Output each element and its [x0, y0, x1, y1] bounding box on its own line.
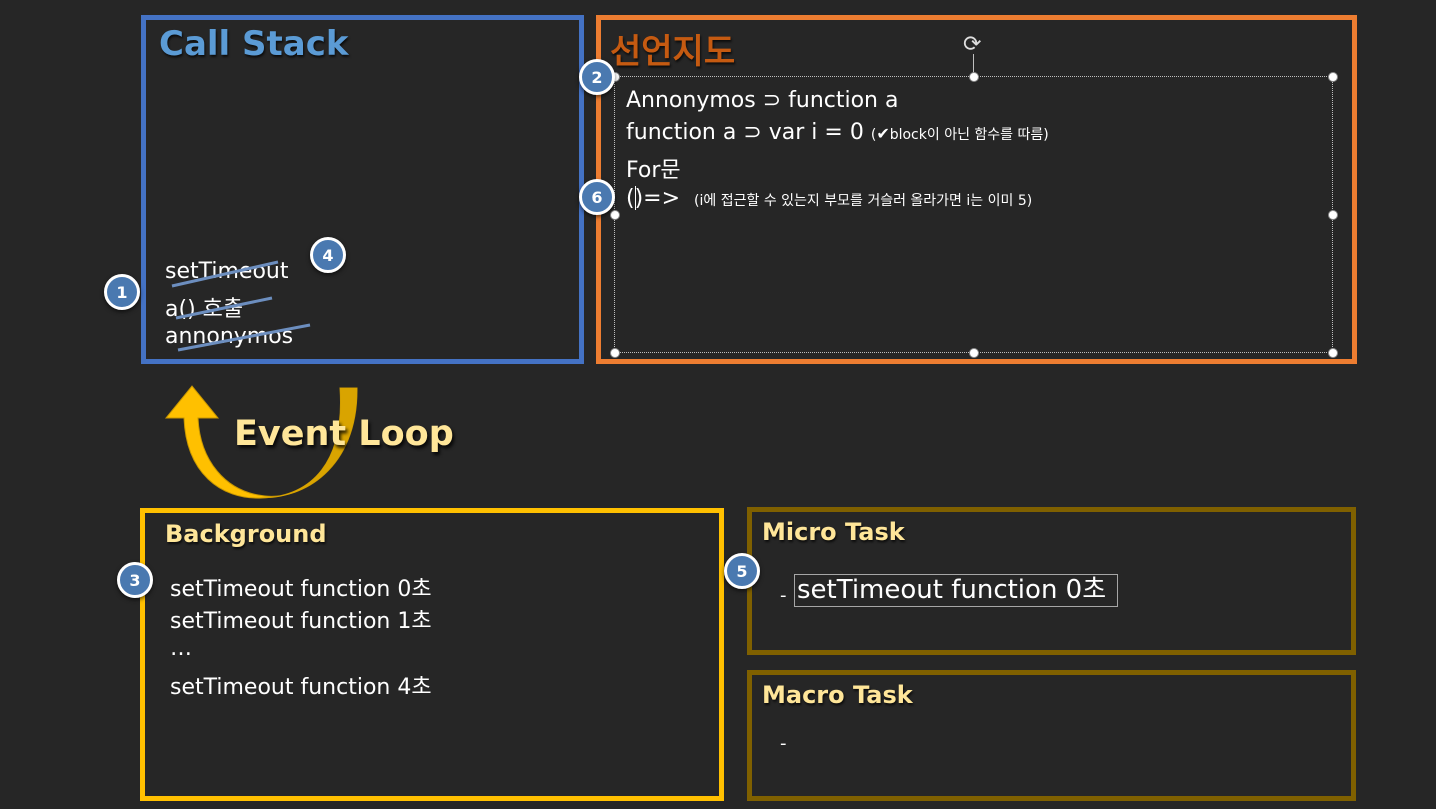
scope-chain-title: 선언지도	[610, 32, 736, 72]
scope-line-2-note: block이 아닌 함수를 따름)	[889, 127, 1049, 143]
step-badge-6: 6	[579, 179, 615, 215]
micro-task-dash: -	[780, 585, 787, 606]
background-item-1: setTimeout function 1초	[170, 609, 432, 634]
scope-line-4-note: (i에 접근할 수 있는지 부모를 거슬러 올라가면 i는 이미 5)	[694, 193, 1033, 209]
scope-line-2: function a ⊃ var i = 0 (✔block이 아닌 함수를 따…	[626, 120, 1049, 145]
step-badge-1: 1	[104, 274, 140, 310]
resize-handle-left[interactable]	[610, 210, 620, 220]
rotate-stem	[973, 54, 974, 76]
macro-task-title: Macro Task	[762, 681, 913, 709]
curved-arrow-icon	[164, 385, 358, 499]
macro-task-box	[747, 670, 1356, 801]
stack-item-annonymos: annonymos	[165, 324, 294, 349]
rotate-handle-icon[interactable]: ⟳	[963, 32, 982, 57]
background-item-0: setTimeout function 0초	[170, 577, 432, 602]
resize-handle-bottom[interactable]	[969, 348, 979, 358]
scope-line-3: For문	[626, 158, 681, 183]
scope-line-2-main: function a ⊃ var i = 0	[626, 120, 864, 145]
resize-handle-top-right[interactable]	[1328, 72, 1338, 82]
event-loop-label: Event Loop	[234, 414, 454, 454]
resize-handle-top[interactable]	[969, 72, 979, 82]
step-badge-5: 5	[724, 553, 760, 589]
background-item-4: setTimeout function 4초	[170, 675, 432, 700]
resize-handle-right[interactable]	[1328, 210, 1338, 220]
strike-line-a-call	[175, 296, 273, 320]
strike-line-settimeout	[171, 260, 279, 288]
strike-line-annonymos	[177, 323, 311, 352]
background-title: Background	[165, 520, 327, 548]
check-icon: ✔	[876, 124, 890, 143]
micro-task-title: Micro Task	[762, 518, 905, 546]
call-stack-title: Call Stack	[159, 24, 349, 64]
background-item-ellipsis: …	[170, 636, 192, 661]
scope-line-2-note-open: (	[870, 127, 877, 143]
step-badge-4: 4	[310, 237, 346, 273]
micro-task-item: setTimeout function 0초	[794, 574, 1118, 607]
scope-line-1: Annonymos ⊃ function a	[626, 88, 899, 113]
macro-task-dash: -	[780, 733, 787, 754]
background-box	[140, 508, 724, 801]
step-badge-3: 3	[117, 562, 153, 598]
resize-handle-bottom-left[interactable]	[610, 348, 620, 358]
step-badge-2: 2	[579, 59, 615, 95]
text-caret	[635, 186, 636, 210]
resize-handle-bottom-right[interactable]	[1328, 348, 1338, 358]
